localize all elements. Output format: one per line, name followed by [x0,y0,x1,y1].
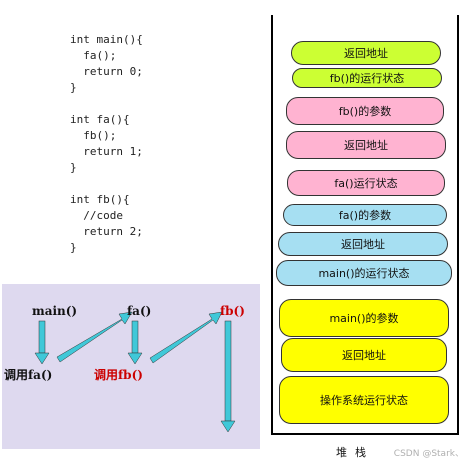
fa-label: fa() [127,304,152,318]
code-line: return 2; [70,225,143,238]
code-line: return 0; [70,65,143,78]
main-label: main() [32,304,78,318]
stack-block: 返回地址 [281,338,447,372]
stack-block: 返回地址 [278,232,448,256]
call-fb-label: 调用fb() [94,368,143,382]
fa-down-arrow [127,320,143,365]
stack-block: fb()的参数 [286,97,444,125]
call-sequence-panel: main() fa() fb() 调用fa() 调用fb() [2,284,260,449]
fb-down-arrow [220,320,236,433]
code-line: int fb(){ [70,193,130,206]
code-line: int main(){ [70,33,143,46]
stack-block: fa()运行状态 [287,170,445,196]
fb-label: fb() [220,304,245,318]
stack-block: 操作系统运行状态 [279,376,449,424]
code-line: return 1; [70,145,143,158]
code-line [70,96,143,112]
stack-block: fa()的参数 [283,204,447,226]
stack-block: 返回地址 [286,131,446,159]
code-listing: int main(){ fa(); return 0;} int fa(){ fb… [70,32,143,256]
code-line: } [70,81,77,94]
stack-block: fb()的运行状态 [292,68,442,88]
stack-block: main()的参数 [279,299,449,337]
stack-caption: 堆栈 [336,446,374,459]
call-fb-arrow [149,311,223,364]
call-fa-arrow [56,311,133,363]
code-line [70,176,143,192]
code-line: //code [70,209,123,222]
code-line: fa(); [70,49,117,62]
call-arrows [34,311,236,433]
stack-block: main()的运行状态 [276,260,452,286]
stack-container [271,15,459,435]
call-fa-label: 调用fa() [4,368,53,382]
code-line: int fa(){ [70,113,130,126]
watermark-text: CSDN @Stark、 [393,449,464,459]
stack-block: 返回地址 [291,41,441,65]
code-line: } [70,161,77,174]
code-line: } [70,241,77,254]
main-down-arrow [34,320,50,365]
code-line: fb(); [70,129,117,142]
